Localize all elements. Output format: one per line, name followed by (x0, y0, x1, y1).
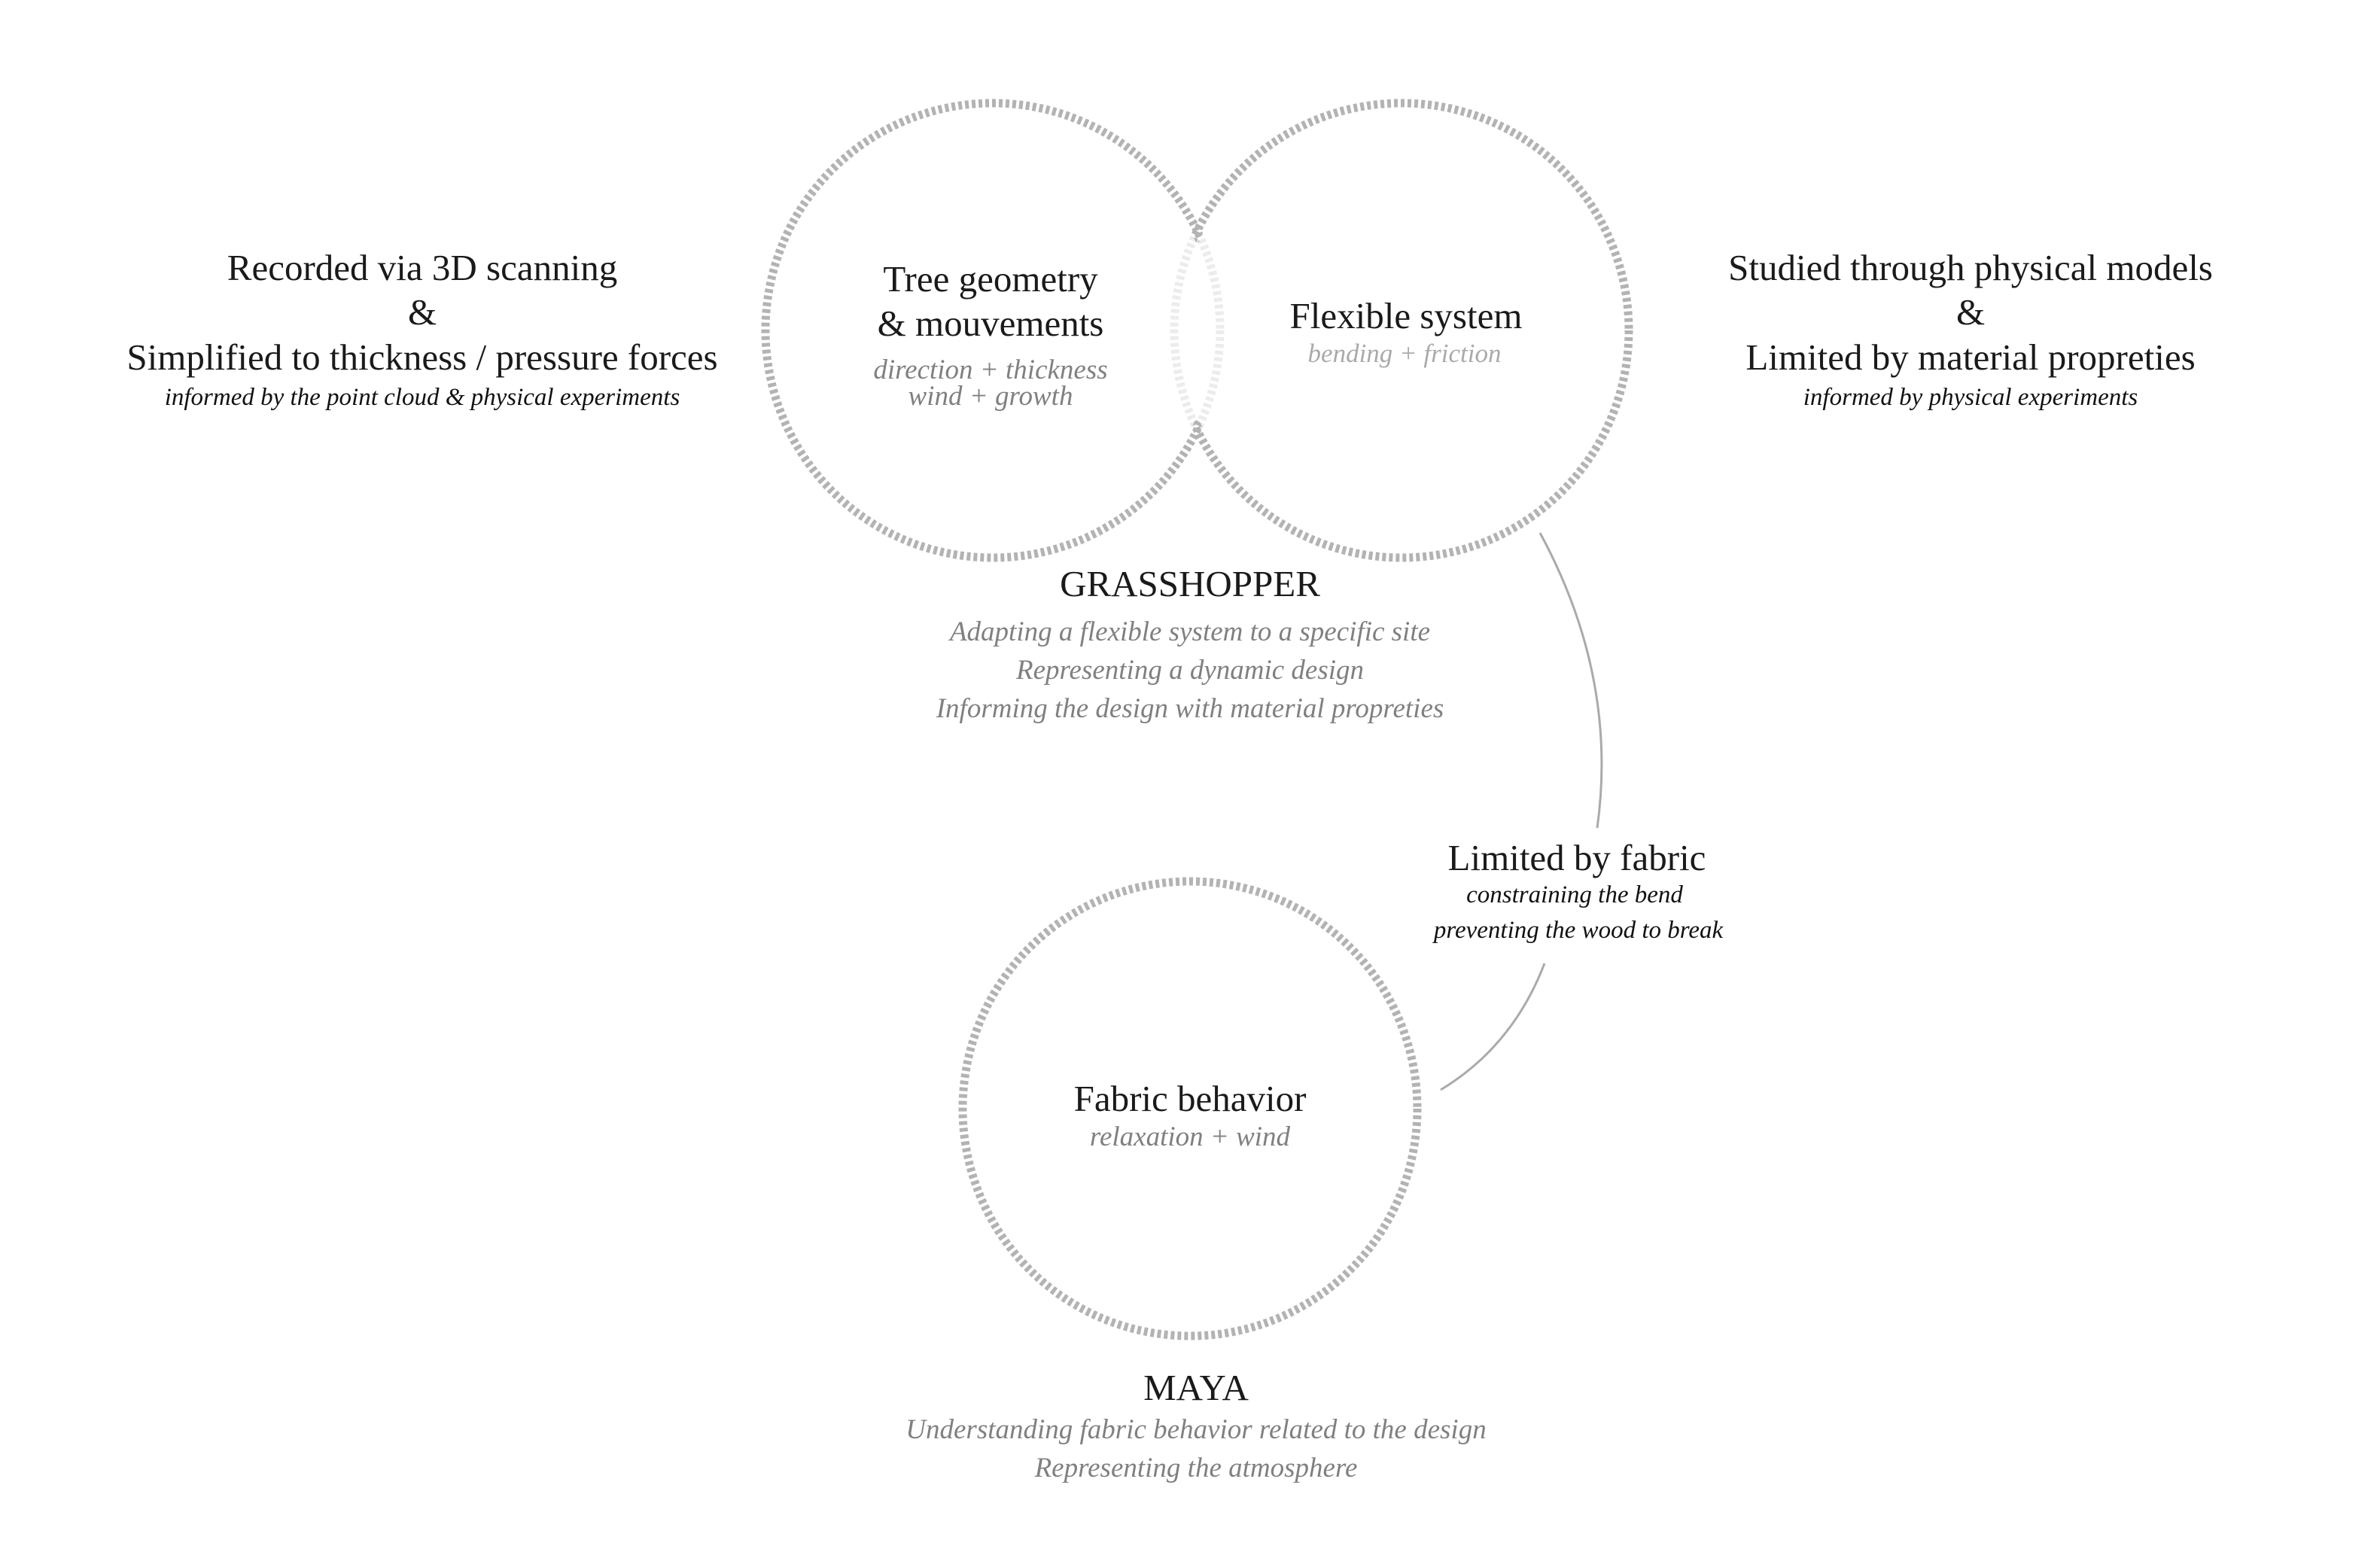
maya-line: Representing the atmosphere (1034, 1453, 1358, 1483)
tree-sub-line2: wind + growth (908, 381, 1073, 412)
fabric-link-note: Limited by fabric constraining the bend … (1432, 837, 1724, 944)
left-note-line3: Simplified to thickness / pressure force… (126, 336, 717, 378)
fabric-label: Fabric behavior relaxation + wind (1074, 1078, 1307, 1152)
maya-block: MAYA Understanding fabric behavior relat… (905, 1367, 1486, 1483)
fabric-link-line1: constraining the bend (1466, 881, 1683, 908)
tree-title-line2: & mouvements (878, 303, 1104, 344)
maya-line: Understanding fabric behavior related to… (905, 1414, 1486, 1445)
flexible-title: Flexible system (1290, 295, 1523, 336)
fabric-sub: relaxation + wind (1090, 1121, 1291, 1152)
tree-label: Tree geometry & mouvements direction + t… (873, 258, 1107, 412)
circle-tree-geometry (761, 99, 1225, 562)
fabric-link-title: Limited by fabric (1448, 837, 1706, 878)
fabric-title: Fabric behavior (1074, 1078, 1307, 1119)
left-note: Recorded via 3D scanning & Simplified to… (126, 247, 717, 411)
circle-flexible-system (1170, 99, 1633, 562)
right-note-ampersand: & (1956, 291, 1985, 333)
grasshopper-line: Informing the design with material propr… (936, 693, 1444, 724)
fabric-link-line2: preventing the wood to break (1432, 917, 1724, 944)
flexible-sub: bending + friction (1308, 339, 1502, 368)
maya-title: MAYA (1143, 1367, 1249, 1408)
tree-sub-line1: direction + thickness (873, 354, 1107, 385)
left-note-line1: Recorded via 3D scanning (227, 247, 617, 288)
right-note-detail: informed by physical experiments (1803, 384, 2138, 411)
connector-curve-upper (1538, 532, 1603, 829)
left-note-ampersand: & (408, 291, 437, 333)
grasshopper-line: Representing a dynamic design (1015, 655, 1364, 686)
grasshopper-title: GRASSHOPPER (1060, 563, 1320, 604)
grasshopper-block: GRASSHOPPER Adapting a flexible system t… (936, 563, 1444, 724)
right-note: Studied through physical models & Limite… (1728, 247, 2213, 411)
right-note-line1: Studied through physical models (1728, 247, 2213, 288)
left-note-detail: informed by the point cloud & physical e… (165, 384, 680, 411)
right-note-line3: Limited by material propreties (1745, 336, 2195, 378)
connector-curve-lower (1440, 963, 1546, 1091)
tree-title-line1: Tree geometry (883, 258, 1098, 300)
flexible-label: Flexible system bending + friction (1290, 295, 1523, 368)
grasshopper-line: Adapting a flexible system to a specific… (948, 616, 1430, 647)
circle-fabric-behavior (958, 877, 1422, 1340)
